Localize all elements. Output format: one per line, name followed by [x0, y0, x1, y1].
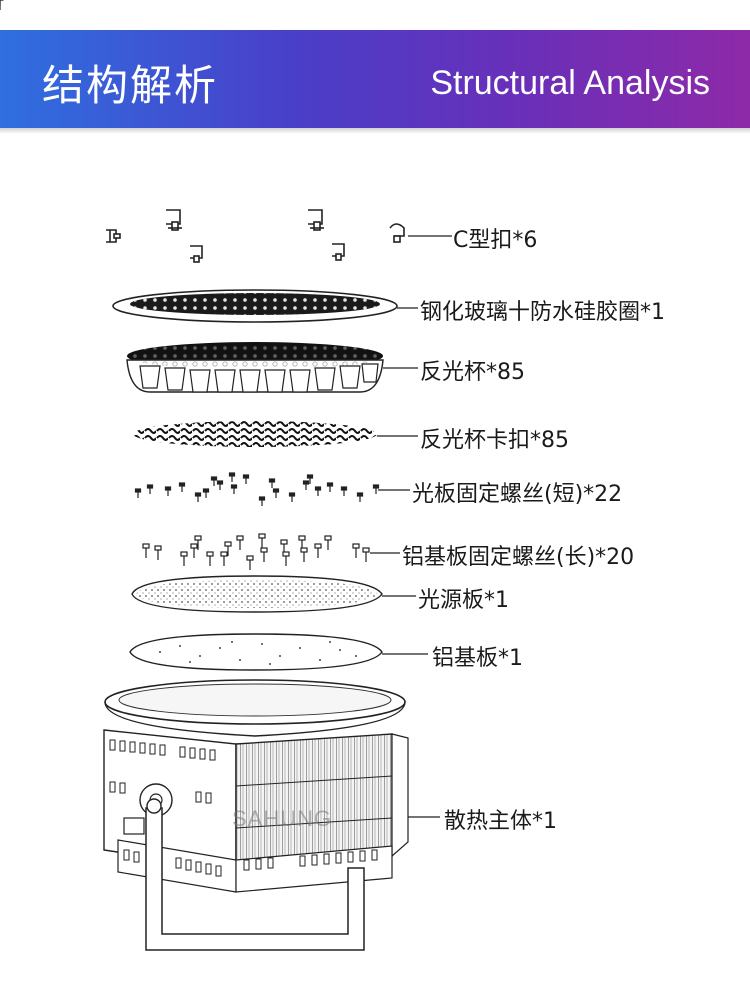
page-title-english: Structural Analysis	[430, 64, 710, 102]
c-clips	[106, 209, 405, 263]
part-label-light-source-board: 光源板*1	[418, 588, 509, 613]
part-label-reflector-cup: 反光杯*85	[420, 360, 525, 385]
header-banner	[0, 30, 750, 128]
reflector-clips	[133, 421, 377, 447]
part-label-tempered-glass: 钢化玻璃十防水硅胶圈*1	[420, 300, 665, 325]
part-label-long-screw: 铝基板固定螺丝(长)*20	[402, 545, 635, 570]
heat-sink-body	[103, 679, 409, 951]
leader-lines	[370, 235, 452, 818]
part-label-short-screw: 光板固定螺丝(短)*22	[412, 482, 623, 507]
header-shadow	[0, 128, 750, 134]
part-label-c-clip: C型扣*6	[453, 228, 538, 253]
part-label-heat-sink: 散热主体*1	[444, 809, 557, 834]
light-source-board	[131, 575, 383, 613]
aluminum-base-board	[129, 633, 383, 671]
part-label-aluminum-base: 铝基板*1	[432, 646, 523, 671]
watermark: SAHUNG	[232, 806, 333, 831]
part-label-reflector-clip: 反光杯卡扣*85	[420, 428, 569, 453]
tempered-glass	[112, 289, 398, 323]
reflector-cups	[126, 342, 384, 393]
page-title: 结构解析	[42, 61, 219, 110]
